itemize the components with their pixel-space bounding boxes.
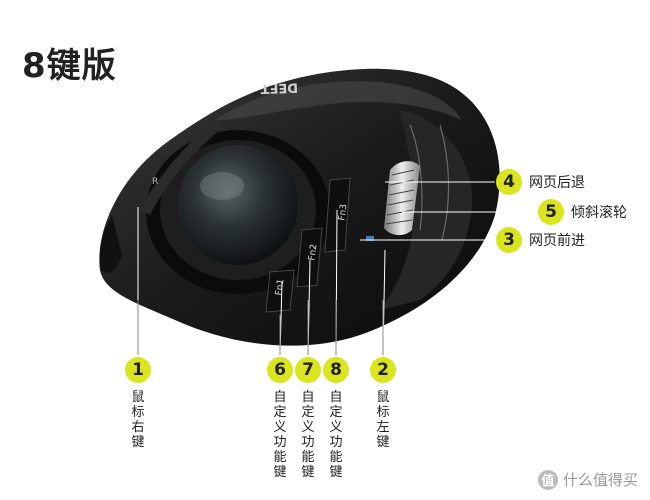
callout-4-label: 网页后退 [529, 175, 585, 191]
fn1-key: Fn1 [265, 269, 295, 313]
callout-3: 3 网页前进 [496, 227, 585, 253]
callout-5: 5 倾斜滚轮 [538, 199, 627, 225]
callout-5-label: 倾斜滚轮 [571, 205, 627, 221]
fn1-key-label: Fn1 [274, 278, 286, 296]
mouse-top-highlight [215, 81, 462, 120]
fn2-key: Fn2 [296, 227, 323, 288]
forward-button-indicator [366, 236, 374, 241]
left-button-panel [380, 110, 472, 310]
callout-2-badge: 2 [370, 357, 396, 383]
callout-1-badge: 1 [125, 357, 151, 383]
tilt-wheel [384, 161, 420, 236]
callout-3-badge: 3 [496, 227, 522, 253]
callout-2-label: 鼠标左键 [376, 390, 390, 450]
callout-7-badge: 7 [295, 357, 321, 383]
watermark-logo-icon: 值 [537, 469, 558, 490]
callout-3-label: 网页前进 [529, 233, 585, 249]
callout-8-badge: 8 [323, 357, 349, 383]
fn3-key-label: Fn3 [337, 204, 349, 222]
callout-1-label: 鼠标右键 [131, 390, 145, 450]
right-key-label: R [152, 177, 158, 187]
callout-5-badge: 5 [538, 199, 564, 225]
callout-7-label: 自定义功能键 [301, 390, 315, 480]
fn2-key-label: Fn2 [307, 244, 319, 262]
callout-6-label: 自定义功能键 [273, 390, 287, 480]
callout-6-badge: 6 [267, 357, 293, 383]
page-title: 8键版 [22, 46, 117, 86]
right-button [140, 120, 222, 215]
mouse-left-edge [99, 215, 122, 273]
brand-logo: DEFT [260, 79, 298, 95]
fn3-key: Fn3 [324, 177, 351, 253]
trackball-shine [200, 172, 244, 200]
watermark-text: 什么值得买 [562, 471, 638, 489]
trackball [178, 145, 298, 265]
callout-4: 4 网页后退 [496, 169, 585, 195]
watermark: 值 什么值得买 [537, 469, 638, 490]
callout-4-badge: 4 [496, 169, 522, 195]
callout-8-label: 自定义功能键 [329, 390, 343, 480]
